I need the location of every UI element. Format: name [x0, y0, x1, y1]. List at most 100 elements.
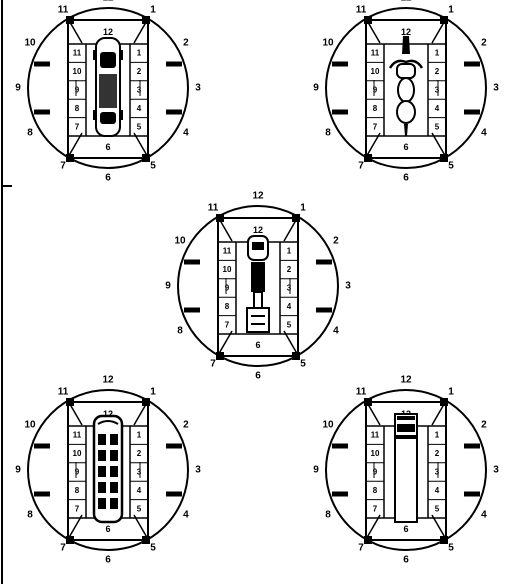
- zone-label-right: 5: [137, 122, 142, 131]
- zone-label-rear: 6: [105, 142, 110, 152]
- zone-corner-block: [440, 154, 448, 162]
- clock-label-2: 2: [183, 420, 189, 431]
- zone-label-right: 3: [137, 468, 142, 477]
- zone-label-left: 10: [223, 265, 232, 274]
- zone-label-right: 4: [137, 486, 142, 495]
- truck-hitch: [254, 292, 262, 308]
- clock-label-7: 7: [210, 358, 216, 369]
- zone-label-left: 10: [371, 449, 380, 458]
- clock-label-11: 11: [58, 5, 69, 16]
- van-seat: [98, 466, 106, 477]
- clock-label-12: 12: [400, 375, 412, 386]
- zone-corner-block: [66, 536, 74, 544]
- truck-windshield: [252, 242, 264, 250]
- car-wheel: [119, 50, 123, 60]
- clock-label-10: 10: [24, 38, 36, 49]
- clock-label-3: 3: [345, 281, 351, 292]
- zone-label-right: 4: [137, 104, 142, 113]
- zone-corner-block: [66, 16, 74, 24]
- clock-label-6: 6: [105, 555, 111, 566]
- zone-label-right: 1: [435, 431, 440, 440]
- zone-label-right: 1: [137, 49, 142, 58]
- zone-corner-block: [142, 536, 150, 544]
- clock-label-11: 11: [356, 387, 367, 398]
- clock-diagram-motorcycle: 123456789101112126111102938475: [313, 0, 499, 184]
- clock-label-7: 7: [60, 542, 66, 553]
- van-seat: [110, 450, 118, 461]
- truck-trailer: [247, 308, 269, 332]
- zone-label-left: 11: [73, 49, 82, 58]
- car-wheel: [93, 110, 97, 120]
- zone-label-left: 9: [373, 468, 378, 477]
- zone-label-left: 9: [225, 284, 230, 293]
- tractor-trailer-icon: [247, 236, 269, 332]
- clock-label-11: 11: [208, 203, 219, 214]
- car-windshield: [100, 52, 116, 68]
- zone-corner-block: [216, 352, 224, 360]
- zone-label-left: 8: [225, 302, 230, 311]
- zone-label-right: 1: [287, 247, 292, 256]
- van-icon: [94, 416, 122, 522]
- zone-label-front: 12: [401, 27, 411, 37]
- boxtruck-cargo-box: [395, 438, 417, 522]
- zone-corner-block: [364, 154, 372, 162]
- clock-label-6: 6: [403, 555, 409, 566]
- zone-label-right: 4: [435, 104, 440, 113]
- zone-corner-block: [440, 16, 448, 24]
- motorcycle-icon: [390, 36, 422, 136]
- clock-label-8: 8: [27, 128, 33, 139]
- zone-corner-block: [216, 214, 224, 222]
- clock-diagram-box-truck: 123456789101112126111102938475: [313, 375, 499, 566]
- clock-label-2: 2: [183, 38, 189, 49]
- zone-label-right: 5: [435, 504, 440, 513]
- zone-label-left: 8: [75, 104, 80, 113]
- boxtruck-grille: [397, 416, 415, 420]
- zone-corner-block: [66, 154, 74, 162]
- zone-label-right: 3: [435, 86, 440, 95]
- moto-front-wheel: [402, 36, 410, 54]
- clock-label-10: 10: [174, 236, 186, 247]
- clock-label-12: 12: [400, 0, 412, 4]
- clock-label-4: 4: [481, 128, 487, 139]
- zone-corner-block: [66, 398, 74, 406]
- clock-label-3: 3: [493, 83, 499, 94]
- van-seat: [98, 482, 106, 493]
- zone-label-right: 2: [137, 449, 142, 458]
- zone-corner-block: [440, 398, 448, 406]
- zone-corner-block: [142, 154, 150, 162]
- van-seat: [98, 434, 106, 445]
- clock-label-8: 8: [325, 510, 331, 521]
- box-truck-icon: [395, 414, 417, 522]
- zone-label-front: 12: [253, 225, 263, 235]
- clock-label-1: 1: [300, 203, 306, 214]
- car-roof: [99, 74, 117, 108]
- clock-label-1: 1: [448, 5, 454, 16]
- clock-label-2: 2: [481, 38, 487, 49]
- clock-label-10: 10: [24, 420, 36, 431]
- zone-label-left: 11: [371, 49, 380, 58]
- clock-label-6: 6: [105, 173, 111, 184]
- clock-label-6: 6: [255, 371, 261, 382]
- clock-label-9: 9: [15, 83, 21, 94]
- zone-label-right: 2: [435, 449, 440, 458]
- zone-label-left: 7: [75, 504, 80, 513]
- clock-label-9: 9: [313, 465, 319, 476]
- clock-label-7: 7: [358, 542, 364, 553]
- clock-label-4: 4: [333, 326, 339, 337]
- clock-label-7: 7: [358, 160, 364, 171]
- clock-label-5: 5: [150, 542, 156, 553]
- zone-corner-block: [142, 16, 150, 24]
- zone-label-left: 8: [75, 486, 80, 495]
- moto-seat: [398, 78, 414, 102]
- zone-label-left: 7: [225, 320, 230, 329]
- clock-label-11: 11: [356, 5, 367, 16]
- clock-label-5: 5: [150, 160, 156, 171]
- zone-label-left: 10: [371, 67, 380, 76]
- zone-corner-block: [364, 398, 372, 406]
- clock-label-8: 8: [325, 128, 331, 139]
- clock-label-4: 4: [183, 128, 189, 139]
- zone-label-right: 1: [137, 431, 142, 440]
